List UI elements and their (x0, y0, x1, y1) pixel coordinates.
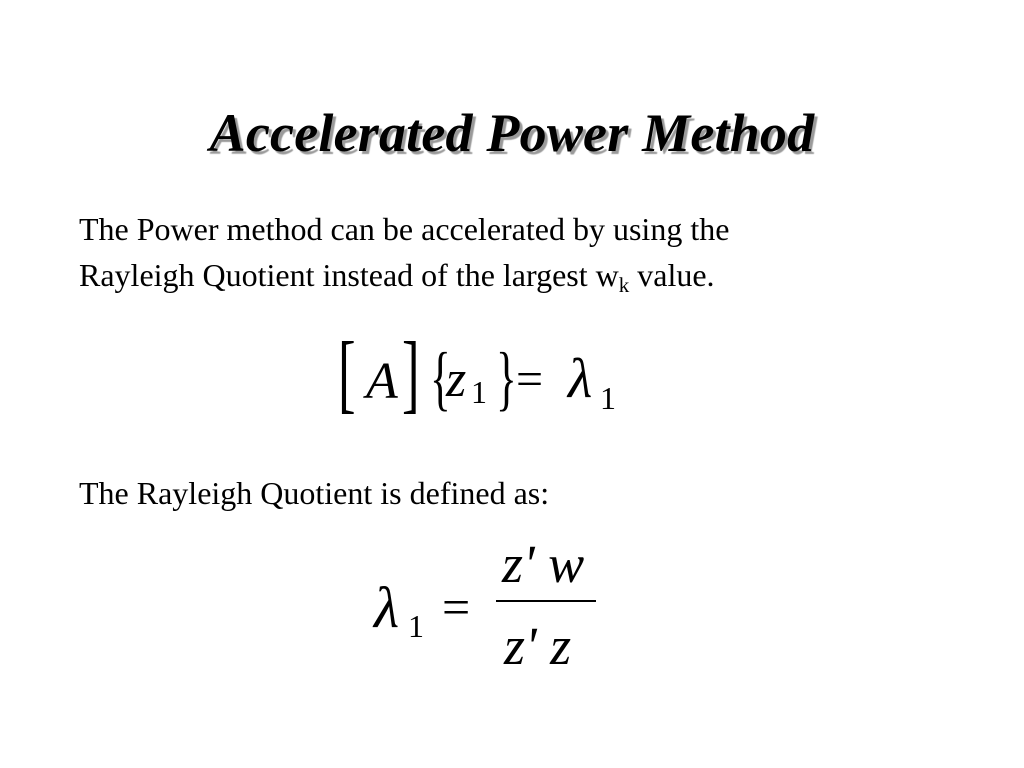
fraction-bar (496, 600, 596, 602)
matrix-a: A (366, 353, 398, 410)
fraction-numerator: z' w (502, 534, 585, 594)
lambda-subscript: 1 (408, 608, 424, 644)
intro-line-1: The Power method can be accelerated by u… (79, 211, 730, 247)
rayleigh-paragraph: The Rayleigh Quotient is defined as: (79, 475, 550, 511)
vector-left-brace: { (430, 338, 451, 418)
intro-line-2: Rayleigh Quotient instead of the largest… (79, 252, 959, 308)
slide-title: Accelerated Power Method (209, 103, 815, 163)
vector-z: z (446, 351, 467, 408)
vector-z-subscript: 1 (471, 374, 487, 410)
wk-subscript: k (618, 273, 630, 297)
matrix-left-bracket: [ (338, 325, 356, 422)
equals-sign: = (516, 353, 544, 406)
vector-right-brace: } (496, 338, 517, 418)
lambda-subscript: 1 (600, 380, 616, 416)
matrix-right-bracket: ] (402, 325, 420, 422)
intro-line-2-text: Rayleigh Quotient instead of the largest… (79, 257, 619, 293)
intro-line-2-end: value. (629, 257, 715, 293)
equals-sign: = (442, 579, 471, 635)
rayleigh-quotient-equation: λ 1 = z' w z' z (372, 528, 612, 688)
lambda-symbol: λ (568, 348, 593, 410)
intro-paragraph: The Power method can be accelerated by u… (79, 206, 959, 308)
lambda-symbol: λ (374, 575, 400, 640)
fraction-denominator: z' z (504, 616, 572, 676)
